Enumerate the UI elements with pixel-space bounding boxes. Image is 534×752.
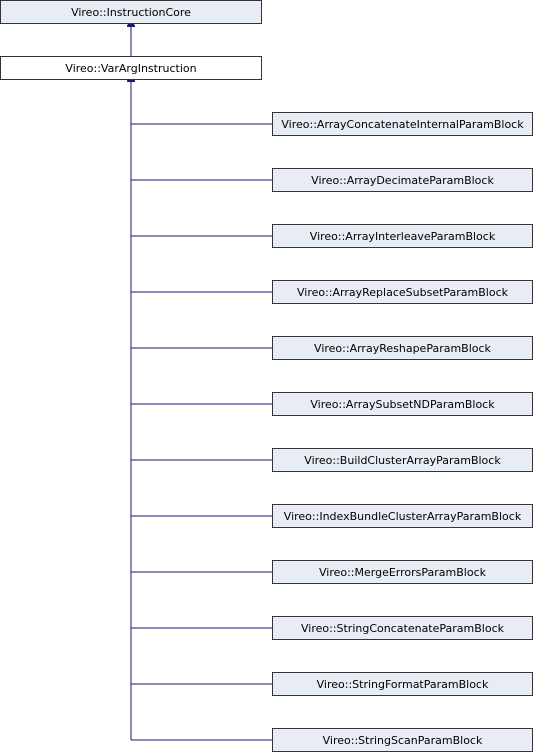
child-class-box — [272, 112, 533, 136]
child-class-node[interactable]: Vireo::ArrayReshapeParamBlock — [272, 336, 533, 360]
child-class-label: Vireo::BuildClusterArrayParamBlock — [304, 454, 501, 467]
child-class-label: Vireo::ArraySubsetNDParamBlock — [310, 398, 495, 411]
child-class-box — [272, 560, 533, 584]
child-class-node[interactable]: Vireo::ArrayReplaceSubsetParamBlock — [272, 280, 533, 304]
child-class-node[interactable]: Vireo::ArraySubsetNDParamBlock — [272, 392, 533, 416]
child-class-box — [272, 448, 533, 472]
child-class-node[interactable]: Vireo::ArrayDecimateParamBlock — [272, 168, 533, 192]
child-class-box — [272, 168, 533, 192]
child-class-node[interactable]: Vireo::StringScanParamBlock — [272, 728, 533, 752]
child-class-label: Vireo::ArrayReplaceSubsetParamBlock — [297, 286, 509, 299]
child-class-label: Vireo::IndexBundleClusterArrayParamBlock — [284, 510, 522, 523]
child-class-label: Vireo::StringConcatenateParamBlock — [301, 622, 505, 635]
child-class-node[interactable]: Vireo::ArrayInterleaveParamBlock — [272, 224, 533, 248]
child-class-node[interactable]: Vireo::BuildClusterArrayParamBlock — [272, 448, 533, 472]
child-class-box — [272, 224, 533, 248]
child-class-node[interactable]: Vireo::StringFormatParamBlock — [272, 672, 533, 696]
child-class-node[interactable]: Vireo::StringConcatenateParamBlock — [272, 616, 533, 640]
child-class-node[interactable]: Vireo::IndexBundleClusterArrayParamBlock — [272, 504, 533, 528]
child-class-label: Vireo::ArrayReshapeParamBlock — [314, 342, 492, 355]
base-class-node[interactable]: Vireo::InstructionCore — [0, 0, 262, 24]
child-class-label: Vireo::ArrayDecimateParamBlock — [311, 174, 494, 187]
child-class-label: Vireo::StringFormatParamBlock — [317, 678, 489, 691]
base-class-label: Vireo::InstructionCore — [71, 6, 191, 19]
child-class-label: Vireo::StringScanParamBlock — [323, 734, 483, 747]
child-class-label: Vireo::MergeErrorsParamBlock — [319, 566, 487, 579]
current-class-label: Vireo::VarArgInstruction — [65, 62, 196, 75]
child-class-box — [272, 616, 533, 640]
child-class-box — [272, 672, 533, 696]
child-class-box — [272, 504, 533, 528]
child-class-label: Vireo::ArrayConcatenateInternalParamBloc… — [281, 118, 524, 131]
child-class-node[interactable]: Vireo::ArrayConcatenateInternalParamBloc… — [272, 112, 533, 136]
current-class-node: Vireo::VarArgInstruction — [0, 56, 262, 80]
child-class-box — [272, 336, 533, 360]
child-class-box — [272, 280, 533, 304]
child-class-box — [272, 392, 533, 416]
child-class-label: Vireo::ArrayInterleaveParamBlock — [310, 230, 496, 243]
child-class-node[interactable]: Vireo::MergeErrorsParamBlock — [272, 560, 533, 584]
